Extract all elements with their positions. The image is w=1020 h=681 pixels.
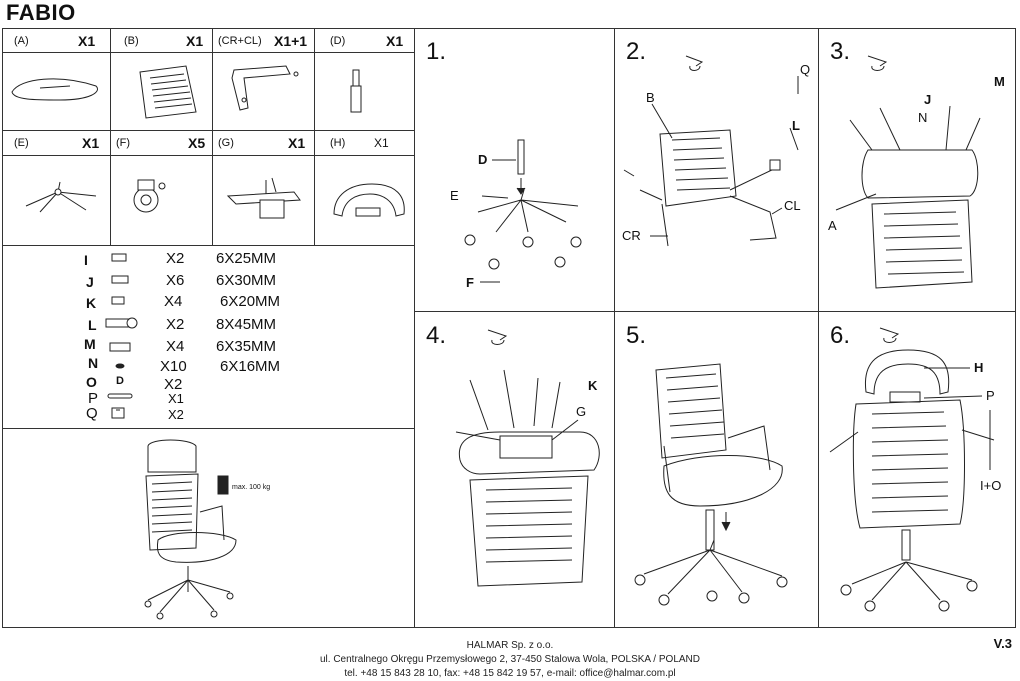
- version-label: V.3: [993, 636, 1012, 651]
- part-qty: X1: [386, 33, 404, 49]
- footer-contact: tel. +48 15 843 28 10, fax: +48 15 842 1…: [344, 668, 676, 679]
- hardware-size: 6X30MM: [216, 272, 277, 289]
- divider: [614, 28, 615, 628]
- hardware-qty: X2: [168, 407, 184, 422]
- callout-label: B: [646, 90, 655, 105]
- part-code: (F): [116, 137, 131, 149]
- part-qty: X1: [78, 33, 96, 49]
- part-code: (D): [330, 35, 346, 47]
- hardware-code: L: [88, 317, 97, 333]
- hardware-code: N: [88, 355, 99, 371]
- divider: [314, 28, 315, 245]
- part-qty: X1: [186, 33, 204, 49]
- callout-label: L: [792, 118, 800, 133]
- hardware-code: Q: [86, 405, 98, 422]
- hardware-code: K: [86, 295, 97, 311]
- callout-label: P: [986, 388, 995, 403]
- document-title: FABIO: [6, 0, 76, 25]
- divider: [212, 28, 213, 245]
- divider: [414, 28, 415, 628]
- part-code: (CR+CL): [218, 35, 262, 47]
- hardware-code: I: [84, 252, 88, 268]
- hardware-size: 6X16MM: [220, 358, 281, 375]
- step-number: 3.: [830, 38, 851, 65]
- hardware-qty: X1: [168, 391, 184, 406]
- footer-address: ul. Centralnego Okręgu Przemysłowego 2, …: [319, 654, 700, 665]
- part-code: (G): [218, 137, 234, 149]
- callout-label: D: [478, 152, 488, 167]
- callout-label: F: [466, 275, 474, 290]
- callout-label: G: [576, 404, 587, 419]
- hardware-qty: X10: [160, 358, 187, 375]
- hardware-code: O: [86, 374, 97, 390]
- callout-label: H: [974, 360, 984, 375]
- hardware-qty: X2: [164, 376, 183, 393]
- part-qty: X1+1: [274, 33, 308, 49]
- hardware-size: 6X35MM: [216, 338, 277, 355]
- step-number: 5.: [626, 322, 647, 349]
- hardware-qty: X2: [166, 250, 185, 267]
- divider: [110, 28, 111, 245]
- hardware-size: 8X45MM: [216, 316, 277, 333]
- step-number: 6.: [830, 322, 851, 349]
- divider: [2, 130, 414, 131]
- callout-label: CR: [622, 228, 641, 243]
- part-code: (H): [330, 137, 346, 149]
- instruction-frame: [2, 28, 1016, 628]
- divider: [2, 245, 414, 246]
- divider: [2, 52, 414, 53]
- divider: [2, 428, 414, 429]
- step-number: 2.: [626, 38, 647, 65]
- divider: [818, 28, 819, 628]
- footer-company: HALMAR Sp. z o.o.: [466, 640, 554, 651]
- divider: [414, 311, 1016, 312]
- hardware-qty: X2: [166, 316, 185, 333]
- callout-label: CL: [784, 198, 801, 213]
- callout-label: Q: [800, 62, 811, 77]
- hardware-code: J: [86, 274, 94, 290]
- hardware-size: 6X20MM: [220, 293, 281, 310]
- hardware-qty: X6: [166, 272, 185, 289]
- max-load-label: max. 100 kg: [232, 484, 271, 491]
- part-code: (B): [124, 35, 139, 47]
- callout-label: J: [924, 92, 932, 107]
- part-qty: X1: [82, 135, 100, 151]
- part-qty: X1: [374, 136, 389, 150]
- hardware-size: 6X25MM: [216, 250, 277, 267]
- hardware-glyph: D: [116, 375, 124, 387]
- step-number: 1.: [426, 38, 447, 65]
- callout-label: N: [918, 110, 928, 125]
- part-qty: X5: [188, 135, 206, 151]
- hardware-qty: X4: [166, 338, 185, 355]
- part-code: (A): [14, 35, 29, 47]
- hardware-code: P: [88, 390, 99, 407]
- part-code: (E): [14, 137, 29, 149]
- callout-label: E: [450, 188, 459, 203]
- step-number: 4.: [426, 322, 447, 349]
- hardware-qty: X4: [164, 293, 183, 310]
- hardware-code: M: [84, 336, 96, 352]
- part-qty: X1: [288, 135, 306, 151]
- callout-label: A: [828, 218, 837, 233]
- divider: [2, 155, 414, 156]
- callout-label: I+O: [980, 478, 1002, 493]
- callout-label: M: [994, 74, 1005, 89]
- callout-label: K: [588, 378, 598, 393]
